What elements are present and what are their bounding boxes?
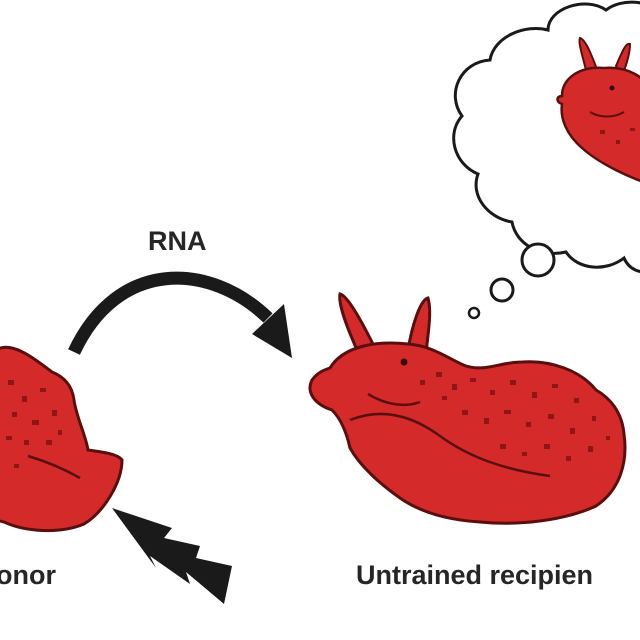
- recipient-slug-icon: [308, 292, 627, 525]
- curved-arrow-icon: [68, 271, 292, 358]
- thought-dot-large: [520, 242, 556, 278]
- recipient-mantle-edge: [349, 412, 551, 478]
- donor-label: onor: [0, 560, 56, 590]
- thought-dot-medium: [489, 277, 515, 303]
- thought-slug-icon: [556, 36, 640, 182]
- recipient-left-tentacle: [338, 292, 379, 354]
- rna-transfer-label: RNA: [148, 226, 207, 256]
- recipient-right-tentacle: [406, 296, 432, 356]
- thought-dot-small: [467, 306, 481, 320]
- recipient-body: [308, 341, 627, 525]
- lightning-bolt-icon: [112, 508, 232, 604]
- donor-slug-icon: [0, 345, 124, 532]
- recipient-label: Untrained recipien: [356, 560, 594, 590]
- recipient-mouth: [367, 392, 421, 406]
- recipient-eye: [400, 358, 408, 366]
- recipient-spots: [420, 372, 610, 461]
